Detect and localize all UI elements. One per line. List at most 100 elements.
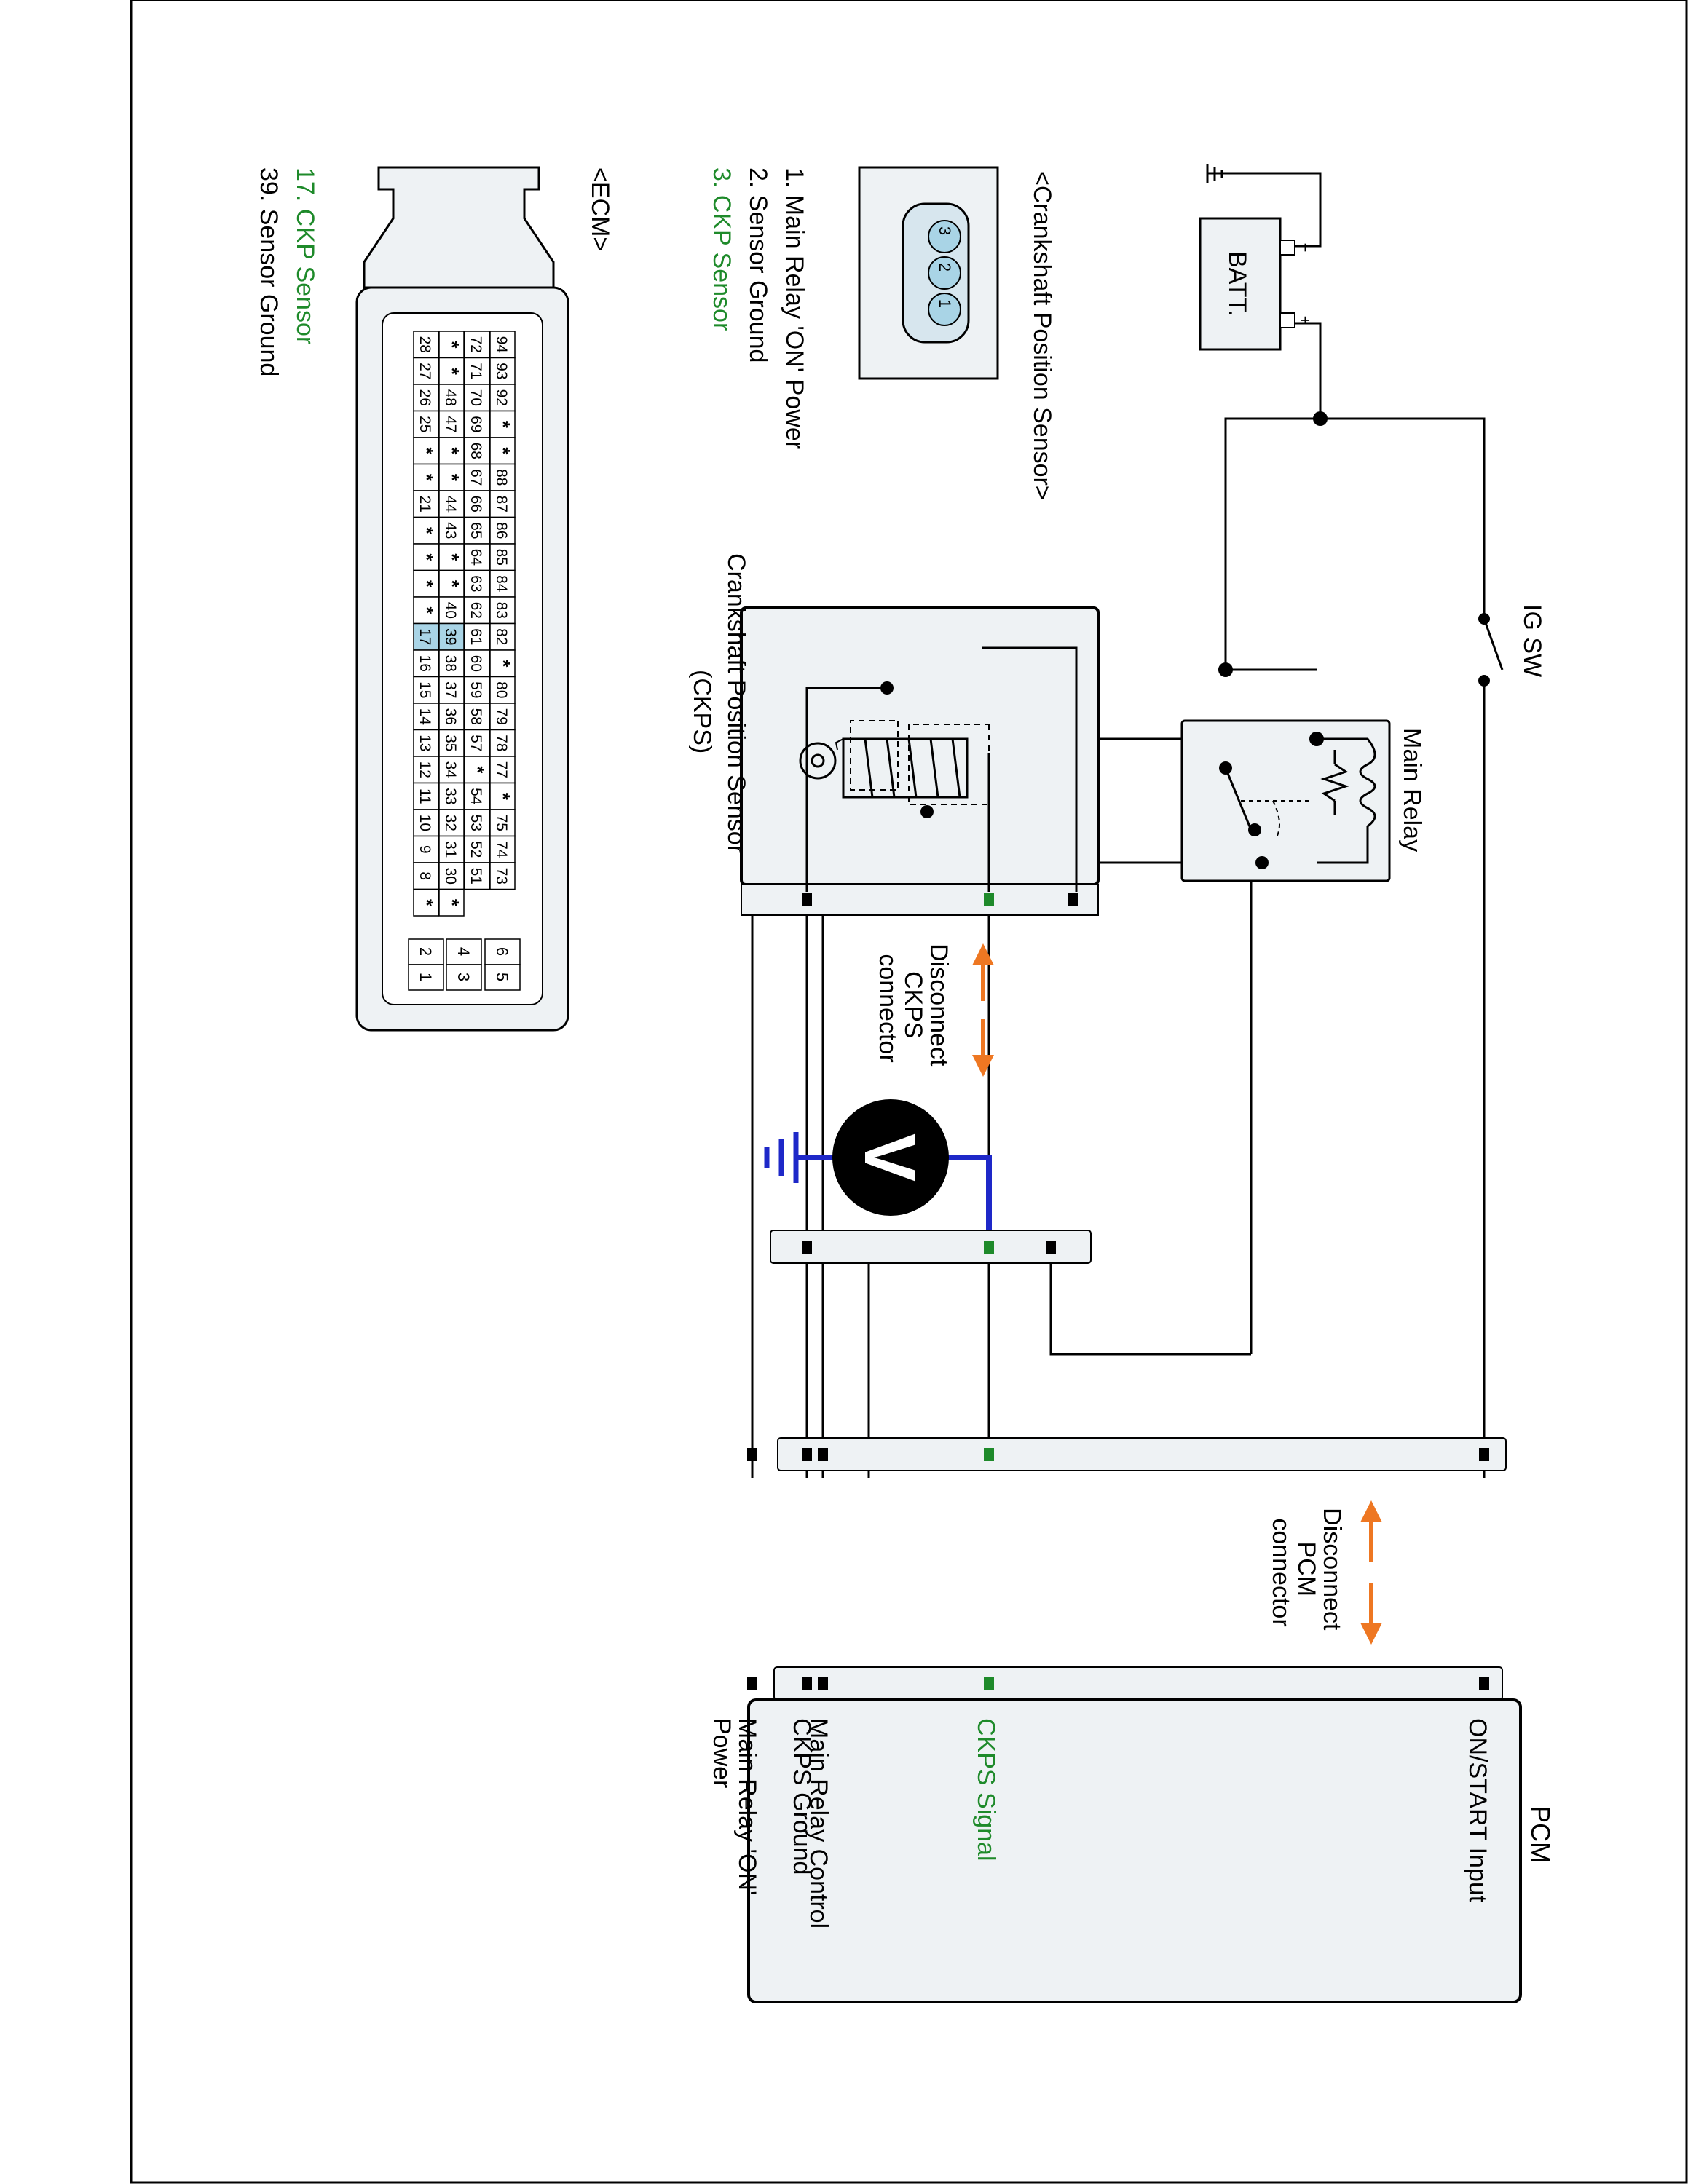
ecm-pin-number: 54 xyxy=(468,788,484,805)
ecm-pin-number: 93 xyxy=(493,363,510,379)
ecm-pin-number: 53 xyxy=(468,815,484,831)
ecm-pin-cell xyxy=(438,862,465,890)
ecm-pin-cell xyxy=(464,729,490,757)
pcm-pin-label: Main Relay 'ON' Power xyxy=(708,1718,761,1902)
ecm-pin-number: 16 xyxy=(417,655,433,672)
ecm-pin-cell xyxy=(489,463,516,491)
ecm-pin-cell xyxy=(413,835,439,863)
ckps-disconnect-line: connector xyxy=(874,954,902,1062)
ecm-pin-cell xyxy=(464,516,490,545)
pcm-pin-line: Power xyxy=(708,1718,735,1788)
ecm-pin-number: * xyxy=(441,341,463,349)
ecm-pin-number: 12 xyxy=(417,761,433,778)
junction-dot xyxy=(1313,411,1328,426)
ecm-legend: <ECM> 949392**88878685848382*80797877*75… xyxy=(255,166,614,1032)
ckps-sensor: Crankshaft Position Sensor (CKPS) xyxy=(688,553,1100,916)
battery: BATT. − + xyxy=(1199,217,1314,351)
ecm-pin-cell xyxy=(413,543,439,571)
ckps-disconnect-line: Disconnect xyxy=(925,943,953,1067)
ecm-pin-cell xyxy=(489,862,516,890)
ecm-pin-number: * xyxy=(416,447,438,455)
ecm-pin-number: 72 xyxy=(468,336,484,353)
ecm-pin-cell xyxy=(489,569,516,598)
battery-minus-label: − xyxy=(1296,243,1314,253)
ckps-box-sublabel: (CKPS) xyxy=(688,670,716,753)
ecm-pin-number: 88 xyxy=(493,469,510,486)
ecm-pin-number: 79 xyxy=(493,708,510,725)
ecm-pin-number: 51 xyxy=(468,868,484,885)
ckp-pin-label: 1 xyxy=(936,299,954,308)
ecm-pin-number: 26 xyxy=(417,389,433,406)
ecm-pin-cell xyxy=(489,703,516,731)
ecm-pin-number: 68 xyxy=(468,443,484,459)
ig-switch-label: IG SW xyxy=(1518,604,1546,677)
ecm-pin-number: * xyxy=(416,606,438,614)
pcm-disconnect: Disconnect PCM connector xyxy=(1267,1500,1382,1645)
ecm-pin-number: 92 xyxy=(493,389,510,406)
ecm-pin-number: 36 xyxy=(442,708,459,725)
ecm-pin-cell xyxy=(413,569,439,598)
ecm-pin-number: 59 xyxy=(468,681,484,698)
ecm-pin-number: 30 xyxy=(442,868,459,885)
ecm-pin-number: 87 xyxy=(493,496,510,513)
ecm-pin-cell xyxy=(438,384,465,412)
pcm-disconnect-line: Disconnect xyxy=(1318,1508,1346,1631)
ecm-pin-number: * xyxy=(416,899,438,907)
ecm-pin-grid: 949392**88878685848382*80797877*75747372… xyxy=(413,331,516,917)
ecm-pin-number: 63 xyxy=(468,575,484,592)
ecm-pin-cell xyxy=(438,756,465,784)
ecm-small-pin-number: 6 xyxy=(493,947,511,956)
ecm-pin-number: 32 xyxy=(442,815,459,831)
ecm-pin-number: 58 xyxy=(468,708,484,725)
ecm-pin-number: 28 xyxy=(417,336,433,353)
voltmeter-label: V xyxy=(849,1133,931,1182)
ecm-pin-cell xyxy=(413,596,439,625)
ecm-pin-number: 65 xyxy=(468,522,484,539)
ecm-pin-cell xyxy=(413,649,439,678)
ecm-pin-cell xyxy=(413,888,439,917)
ecm-pin-cell xyxy=(464,410,490,438)
pcm-pin-label: ON/START Input xyxy=(1464,1718,1491,1903)
ecm-pin-cell xyxy=(413,463,439,491)
ecm-small-pin-number: 2 xyxy=(417,947,435,956)
ecm-pin-cell xyxy=(413,490,439,518)
ecm-pin-cell xyxy=(413,357,439,385)
ecm-pin-number: * xyxy=(441,447,463,455)
ecm-pin-number: 78 xyxy=(493,735,510,751)
ecm-small-pin-cell xyxy=(446,964,482,991)
ckps-disconnect: Disconnect CKPS connector xyxy=(874,943,994,1077)
ecm-pin-cell xyxy=(464,569,490,598)
ecm-pin-number: 15 xyxy=(417,681,433,698)
ecm-pin-cell xyxy=(438,835,465,863)
ecm-pin-number: 35 xyxy=(442,735,459,751)
ecm-pin-number: 94 xyxy=(493,336,510,354)
ecm-pin-cell xyxy=(438,676,465,704)
ecm-pin-number: * xyxy=(441,368,463,376)
battery-label: BATT. xyxy=(1223,251,1251,317)
ecm-pin-cell xyxy=(413,809,439,837)
ecm-pin-cell xyxy=(438,782,465,810)
ecm-pin-cell xyxy=(413,437,439,465)
ecm-pin-number: 75 xyxy=(493,815,510,831)
ckp-pin-label: 2 xyxy=(936,263,954,272)
pcm-pin-label: CKPS Ground xyxy=(788,1718,816,1875)
pcm-module: PCM ON/START Input Main Relay Control Ma… xyxy=(708,1666,1555,2003)
ecm-pin-cell xyxy=(413,756,439,784)
ecm-pin-number: 27 xyxy=(417,363,433,379)
pcm-pin-label: CKPS Signal xyxy=(972,1718,1000,1861)
ecm-small-pin-number: 3 xyxy=(454,973,473,981)
ecm-pin-cell xyxy=(489,437,516,465)
ecm-pin-cell xyxy=(413,331,439,359)
ecm-pin-number: 66 xyxy=(468,496,484,513)
ckps-box-label: Crankshaft Position Sensor xyxy=(722,553,750,853)
ecm-pin-number: * xyxy=(492,793,514,801)
ig-switch: IG SW xyxy=(1478,604,1546,687)
ecm-pin-cell xyxy=(489,649,516,678)
ecm-pin-number: 47 xyxy=(442,416,459,432)
ecm-small-pin-number: 5 xyxy=(493,973,511,981)
ecm-pin-cell xyxy=(464,809,490,837)
ecm-pin-number: * xyxy=(416,527,438,535)
pcm-disconnect-label: Disconnect PCM connector xyxy=(1267,1508,1346,1637)
ckps-disconnect-line: CKPS xyxy=(899,971,927,1039)
